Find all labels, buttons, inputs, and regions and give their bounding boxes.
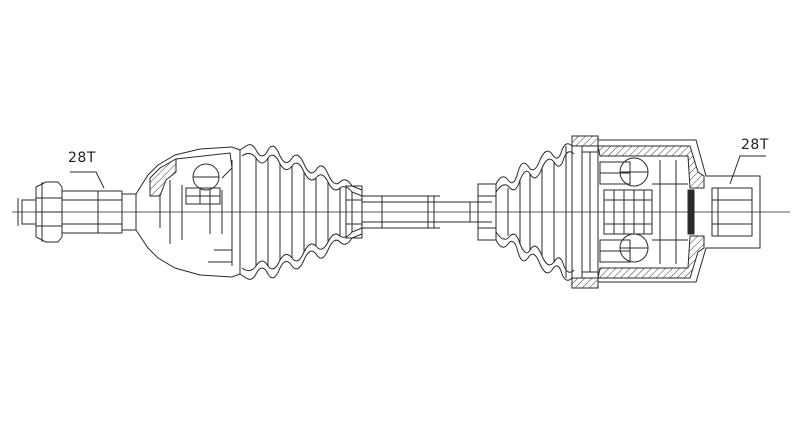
right-inner-cv-housing — [565, 135, 766, 289]
right-boot — [477, 140, 575, 284]
left-spline-count-label: 28T — [68, 150, 96, 166]
left-spline-stub — [61, 171, 137, 234]
left-nut — [17, 181, 63, 243]
left-outer-cv-housing — [135, 146, 241, 278]
intermediate-shaft — [362, 195, 492, 229]
right-spline-count-label: 28T — [741, 137, 769, 153]
left-boot — [239, 144, 363, 280]
